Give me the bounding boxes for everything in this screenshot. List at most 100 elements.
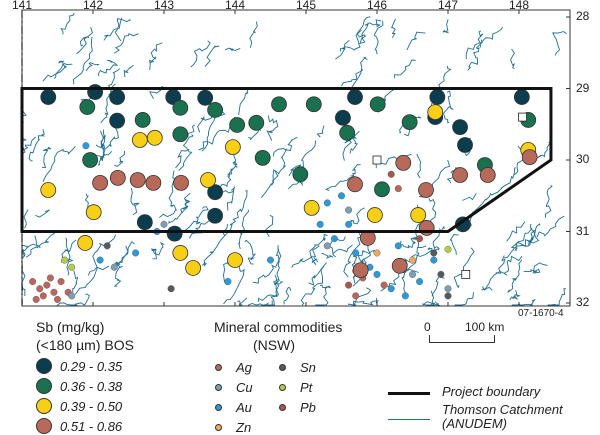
mineral-au-dot xyxy=(267,256,275,264)
river xyxy=(428,198,437,227)
mineral-cu-dot xyxy=(444,285,452,293)
river xyxy=(503,255,523,274)
river xyxy=(485,167,516,201)
river xyxy=(238,87,250,116)
sb-sample-circle xyxy=(418,220,435,236)
mineral-swatch xyxy=(215,404,222,411)
river xyxy=(358,19,382,44)
river xyxy=(23,209,29,229)
sb-class-label: 0.29 - 0.35 xyxy=(60,358,123,374)
mineral-occurrences xyxy=(29,142,452,303)
mineral-sn-dot xyxy=(103,242,111,250)
scale-end: 100 km xyxy=(465,320,505,334)
mineral-ag-dot xyxy=(50,288,58,296)
sb-sample-circle xyxy=(369,96,386,113)
sb-sample-circle xyxy=(172,99,189,116)
river xyxy=(406,31,426,51)
mineral-ag-dot xyxy=(36,285,44,293)
river xyxy=(42,146,76,182)
river xyxy=(66,239,77,276)
river xyxy=(341,69,364,87)
river xyxy=(238,209,249,250)
lat-tick-label: 29 xyxy=(576,80,590,95)
river xyxy=(315,284,331,306)
river xyxy=(61,237,70,263)
lon-tick-label: 142 xyxy=(83,0,104,12)
mineral-au-dot xyxy=(224,278,232,286)
river xyxy=(416,153,422,179)
river xyxy=(252,245,282,284)
river xyxy=(510,48,516,70)
river xyxy=(123,64,134,78)
scale-bar xyxy=(429,335,495,343)
mineral-ag-dot xyxy=(54,295,62,303)
river xyxy=(510,227,533,251)
sb-sample-circle xyxy=(271,96,287,113)
river xyxy=(72,270,79,293)
sb-legend-item: 0.39 - 0.50 xyxy=(36,398,122,414)
sb-sample-circle xyxy=(145,174,162,191)
lon-tick-label: 147 xyxy=(438,0,459,12)
town-square-marker xyxy=(518,112,527,122)
mineral-legend-item: Pt xyxy=(279,380,312,395)
sb-sample-circle xyxy=(366,207,383,223)
sb-sample-circle xyxy=(207,207,224,224)
sb-sample-circle xyxy=(513,89,530,105)
sb-sample-circle xyxy=(207,184,224,201)
mineral-au-dot xyxy=(330,235,338,243)
lon-tick-label: 141 xyxy=(12,0,33,12)
sb-sample-circle xyxy=(229,117,246,133)
river xyxy=(21,246,29,297)
river xyxy=(75,265,110,295)
sb-sample-circle xyxy=(479,167,496,183)
river xyxy=(527,223,540,246)
river xyxy=(257,274,280,302)
mineral-au-dot xyxy=(345,220,353,228)
mineral-swatch xyxy=(215,384,222,391)
river xyxy=(506,221,526,242)
mineral-sn-dot xyxy=(444,292,452,300)
sb-sample-circle xyxy=(109,89,126,105)
mineral-cu-dot xyxy=(345,206,353,214)
river xyxy=(244,239,256,265)
sb-sample-circle xyxy=(129,172,146,188)
sb-sample-circle xyxy=(401,114,418,131)
mineral-pt-dot xyxy=(444,245,452,253)
river xyxy=(178,134,194,171)
project-boundary xyxy=(20,87,553,233)
sb-sample-circle xyxy=(248,114,265,131)
river xyxy=(247,300,273,306)
sb-sample-circle xyxy=(292,166,309,183)
mineral-au-dot xyxy=(387,285,395,293)
sb-class-swatch xyxy=(36,418,52,434)
mineral-cu-dot xyxy=(160,220,168,228)
sb-sample-circle xyxy=(109,112,126,129)
sb-sample-circle xyxy=(85,204,102,221)
mineral-label: Pt xyxy=(300,380,313,395)
sb-sample-circle xyxy=(207,102,224,118)
mineral-legend-item: Cu xyxy=(215,380,253,395)
river xyxy=(151,241,165,260)
mineral-ag-dot xyxy=(380,281,388,289)
mineral-label: Zn xyxy=(236,420,252,435)
river xyxy=(201,224,228,267)
river xyxy=(265,214,274,238)
sb-sample-circle xyxy=(374,181,390,198)
river xyxy=(544,185,553,218)
river xyxy=(168,170,176,208)
river xyxy=(114,18,131,42)
mineral-label: Sn xyxy=(300,360,316,375)
river xyxy=(422,301,441,306)
sb-sample-circle xyxy=(92,174,108,191)
river xyxy=(273,248,284,286)
river xyxy=(85,62,100,72)
river xyxy=(266,115,279,141)
boundary-legend-label: Project boundary xyxy=(442,384,541,399)
river xyxy=(347,207,365,225)
river xyxy=(404,247,433,265)
mineral-ag-dot xyxy=(39,292,47,300)
mineral-au-dot xyxy=(416,278,424,286)
river xyxy=(272,136,298,157)
river xyxy=(454,292,474,306)
sb-sample-circle xyxy=(82,152,99,168)
